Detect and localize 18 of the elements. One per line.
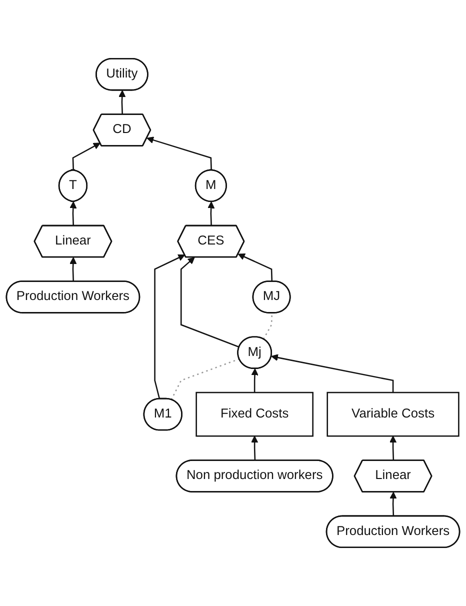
arrow [271,354,394,393]
arrow [251,436,258,461]
arrow [180,257,240,348]
arrow [154,254,186,400]
node-box: Variable Costs [326,392,460,437]
arrow [208,201,215,226]
connector [262,313,273,340]
node-box: Fixed Costs [196,392,314,437]
arrow [390,492,397,516]
connector [170,358,240,400]
arrow [70,201,77,226]
arrow [251,368,258,393]
arrow [118,90,126,115]
arrow [238,253,273,282]
arrow [70,257,77,282]
arrow [72,142,100,170]
arrow [389,436,397,461]
arrow [146,136,212,170]
